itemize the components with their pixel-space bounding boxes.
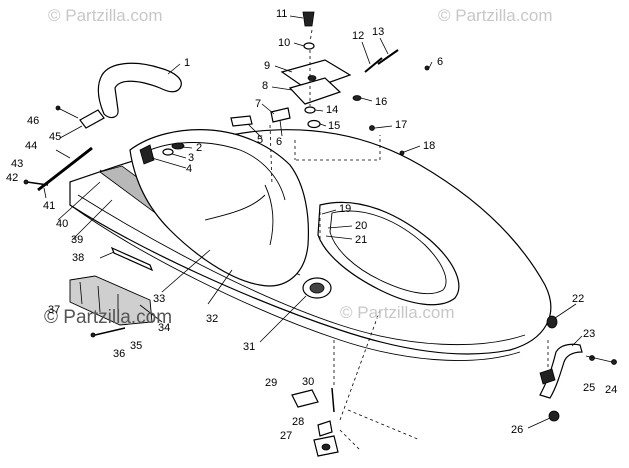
console-hatch <box>280 59 352 105</box>
callout-11: 11 <box>276 8 288 20</box>
callout-34: 34 <box>158 322 171 334</box>
callout-2: 2 <box>196 142 203 154</box>
callout-15: 15 <box>328 120 341 132</box>
callout-29: 29 <box>265 377 278 389</box>
rail-bolts <box>23 179 49 186</box>
handlebar <box>97 62 182 119</box>
callout-28: 28 <box>292 416 305 428</box>
callout-21: 21 <box>355 234 368 246</box>
callout-36: 36 <box>113 348 126 360</box>
footpad <box>69 275 153 326</box>
trim-strip <box>110 246 154 272</box>
callout-25: 25 <box>583 382 596 394</box>
callout-8: 8 <box>262 80 269 92</box>
callout-45: 45 <box>49 131 62 143</box>
small-fasteners <box>304 65 430 156</box>
callout-32: 32 <box>206 313 219 325</box>
hatch-rods <box>364 49 399 73</box>
watermark: © Partzilla.com <box>438 6 553 25</box>
callout-17: 17 <box>395 119 408 131</box>
callout-5: 5 <box>257 134 264 146</box>
callout-10: 10 <box>278 37 291 49</box>
callout-4: 4 <box>186 163 193 175</box>
rear-bracket <box>539 315 617 422</box>
callout-31: 31 <box>243 341 256 353</box>
callout-12: 12 <box>352 30 365 42</box>
callout-16: 16 <box>375 96 388 108</box>
callout-39: 39 <box>71 234 84 246</box>
callout-30: 30 <box>302 376 315 388</box>
lower-hardware <box>291 387 339 457</box>
leader-lines <box>43 15 583 451</box>
callout-33: 33 <box>153 293 166 305</box>
callout-18: 18 <box>423 140 436 152</box>
watermark: © Partzilla.com <box>48 6 163 25</box>
callout-46: 46 <box>27 115 40 127</box>
callout-7: 7 <box>255 98 262 110</box>
callout-6-top: 6 <box>437 56 444 68</box>
seat-hardware <box>139 142 185 165</box>
callout-44: 44 <box>25 140 38 152</box>
callout-19: 19 <box>339 203 352 215</box>
callout-20: 20 <box>355 220 368 232</box>
callout-13: 13 <box>372 26 385 38</box>
callout-9: 9 <box>264 60 271 72</box>
callout-40: 40 <box>56 218 69 230</box>
callout-3: 3 <box>188 152 195 164</box>
bracket-and-decal <box>230 107 291 127</box>
callout-38: 38 <box>72 252 85 264</box>
callout-24: 24 <box>605 384 618 396</box>
callout-14: 14 <box>326 104 339 116</box>
callout-42: 42 <box>6 172 19 184</box>
watermark: © Partzilla.com <box>44 307 173 328</box>
watermark: © Partzilla.com <box>340 303 455 322</box>
footpad-bolts <box>90 327 126 338</box>
callout-43: 43 <box>11 158 24 170</box>
callout-6-seat: 6 <box>276 136 283 148</box>
callout-27: 27 <box>280 430 293 442</box>
callout-22: 22 <box>572 293 585 305</box>
callout-26: 26 <box>511 424 524 436</box>
rail-and-clips <box>37 105 105 195</box>
hatch-knob <box>302 11 315 50</box>
callout-23: 23 <box>583 328 596 340</box>
front-recess <box>317 201 460 306</box>
callout-37: 37 <box>48 304 61 316</box>
callout-41: 41 <box>43 200 56 212</box>
callout-1: 1 <box>184 57 191 69</box>
callout-35: 35 <box>130 340 143 352</box>
gauge-pod <box>302 277 332 299</box>
